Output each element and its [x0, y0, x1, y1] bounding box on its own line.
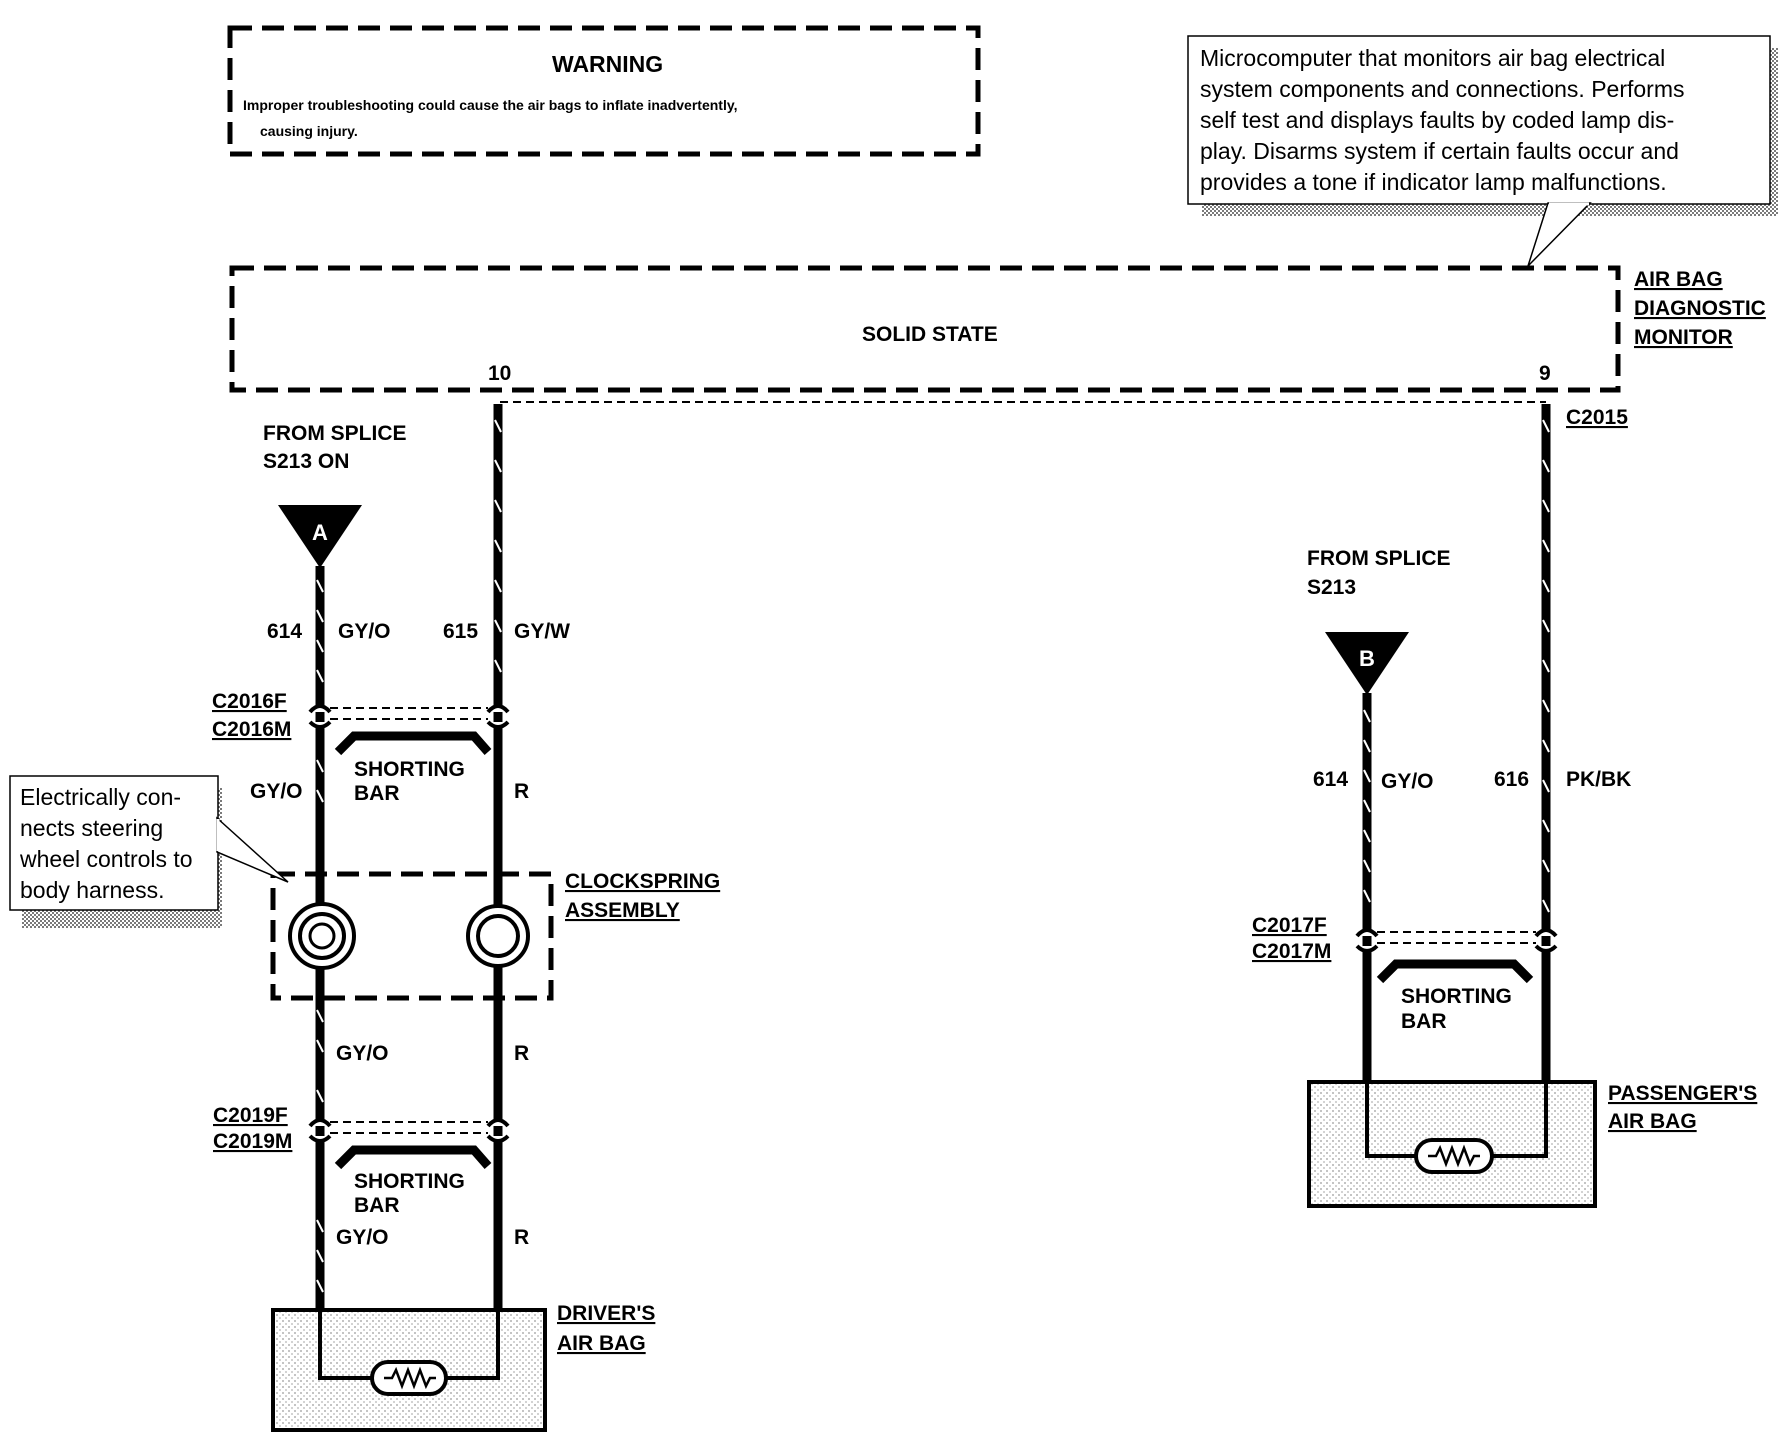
- warning-line-2: causing injury.: [260, 123, 358, 139]
- resistor-icon: [384, 1366, 436, 1390]
- wire-lower-a-color: GY/O: [336, 1042, 389, 1065]
- drivers-air-bag-igniter: [370, 1360, 448, 1396]
- passengers-air-bag-label-line-1: PASSENGER'S: [1608, 1082, 1757, 1105]
- connector-c2019: [308, 1118, 510, 1143]
- monitor-note-line-5: provides a tone if indicator lamp malfun…: [1200, 169, 1667, 195]
- connector-c2017f-label: C2017F: [1252, 914, 1327, 937]
- connector-c2017m-label: C2017M: [1252, 940, 1331, 963]
- drivers-air-bag-label-line-2: AIR BAG: [557, 1332, 646, 1355]
- warning-line-1: Improper troubleshooting could cause the…: [243, 97, 737, 113]
- wire-616-color: PK/BK: [1566, 768, 1631, 791]
- shorting-bar-2-line-1: SHORTING: [354, 1170, 465, 1193]
- wire-mid-b-color: R: [514, 780, 529, 803]
- monitor-note-line-1: Microcomputer that monitors air bag elec…: [1200, 45, 1665, 71]
- right-splice-line-1: FROM SPLICE: [1307, 547, 1451, 570]
- wire-hatching-left: [316, 419, 502, 1293]
- monitor-note-line-4: play. Disarms system if certain faults o…: [1200, 138, 1679, 164]
- clockspring-note-line-3: wheel controls to: [19, 846, 193, 872]
- passengers-air-bag-label-line-2: AIR BAG: [1608, 1110, 1697, 1133]
- connector-c2015-label: C2015: [1566, 406, 1628, 429]
- wire-bottom-a-color: GY/O: [336, 1226, 389, 1249]
- wire-614-color-left: GY/O: [338, 620, 391, 643]
- monitor-pin-10: 10: [488, 362, 511, 385]
- connector-c2017: [1355, 928, 1558, 953]
- monitor-note-callout: Microcomputer that monitors air bag elec…: [1187, 35, 1778, 267]
- wire-614-number-right: 614: [1313, 768, 1348, 791]
- warning-title: WARNING: [552, 51, 663, 77]
- shorting-bar-2-line-2: BAR: [354, 1194, 400, 1217]
- resistor-icon: [1428, 1144, 1480, 1168]
- clockspring-note-line-4: body harness.: [20, 877, 164, 903]
- left-splice-line-2: S213 ON: [263, 450, 349, 473]
- splice-marker-b: [1325, 632, 1409, 695]
- monitor-name-line-1: AIR BAG: [1634, 268, 1723, 291]
- connector-c2016: [308, 704, 510, 729]
- monitor-name-line-3: MONITOR: [1634, 326, 1733, 349]
- passengers-air-bag: [1307, 1080, 1597, 1208]
- left-circuit: FROM SPLICE S213 ON A 614 GY/O 615 GY/W: [212, 404, 720, 1432]
- clockspring-note-callout: Electrically con- nects steering wheel c…: [9, 775, 289, 928]
- wire-614-number-left: 614: [267, 620, 302, 643]
- shorting-bar-1-line-1: SHORTING: [354, 758, 465, 781]
- clockspring-assembly: [270, 871, 554, 1001]
- wire-bottom-b-color: R: [514, 1226, 529, 1249]
- splice-marker-a: [278, 505, 362, 568]
- splice-marker-a-label: A: [312, 520, 328, 545]
- air-bag-diagnostic-monitor: SOLID STATE 10 9 AIR BAG DIAGNOSTIC MONI…: [229, 265, 1766, 393]
- wire-615-number: 615: [443, 620, 478, 643]
- connector-c2016f-label: C2016F: [212, 690, 287, 713]
- wire-616-number: 616: [1494, 768, 1529, 791]
- right-splice-line-2: S213: [1307, 576, 1356, 599]
- clockspring-note-line-1: Electrically con-: [20, 784, 181, 810]
- splice-marker-b-label: B: [1359, 646, 1375, 671]
- shorting-bar-3-line-1: SHORTING: [1401, 985, 1512, 1008]
- shorting-bar-1-line-2: BAR: [354, 782, 400, 805]
- wire-615-color: GY/W: [514, 620, 570, 643]
- connector-c2016m-label: C2016M: [212, 718, 291, 741]
- monitor-name-line-2: DIAGNOSTIC: [1634, 297, 1766, 320]
- monitor-note-line-3: self test and displays faults by coded l…: [1200, 107, 1674, 133]
- monitor-pin-9: 9: [1539, 362, 1551, 385]
- shorting-bar-3: [1376, 959, 1534, 984]
- connector-c2019f-label: C2019F: [213, 1104, 288, 1127]
- wire-hatching-right: [1363, 419, 1550, 913]
- warning-box: WARNING Improper troubleshooting could c…: [227, 25, 981, 157]
- left-splice-line-1: FROM SPLICE: [263, 422, 407, 445]
- monitor-center-label: SOLID STATE: [862, 323, 998, 346]
- connector-c2019m-label: C2019M: [213, 1130, 292, 1153]
- monitor-note-line-2: system components and connections. Perfo…: [1200, 76, 1685, 102]
- shorting-bar-3-line-2: BAR: [1401, 1010, 1447, 1033]
- clockspring-label-line-2: ASSEMBLY: [565, 899, 680, 922]
- clockspring-note-line-2: nects steering: [20, 815, 163, 841]
- wire-mid-a-color: GY/O: [250, 780, 303, 803]
- drivers-air-bag-label-line-1: DRIVER'S: [557, 1302, 655, 1325]
- clockspring-label-line-1: CLOCKSPRING: [565, 870, 720, 893]
- shorting-bar-1: [334, 731, 492, 756]
- wire-lower-b-color: R: [514, 1042, 529, 1065]
- wire-614-color-right: GY/O: [1381, 770, 1434, 793]
- shorting-bar-2: [334, 1145, 492, 1170]
- drivers-air-bag: [271, 1308, 547, 1432]
- connector-c2015: C2015: [500, 401, 1628, 429]
- right-circuit: FROM SPLICE S213 B 614 GY/O 616 PK/BK: [1252, 404, 1757, 1208]
